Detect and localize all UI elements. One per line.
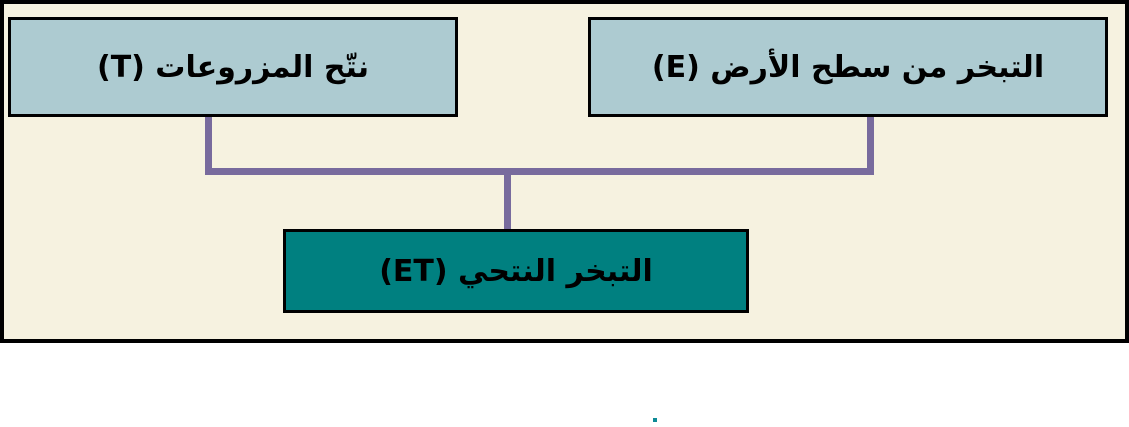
evaporation-label: التبخر من سطح الأرض (E) <box>651 49 1045 85</box>
transpiration-label: نتّح المزروعات (T) <box>96 49 370 85</box>
connector-left-vertical <box>205 117 212 174</box>
connector-right-vertical <box>867 117 874 174</box>
stray-dot-artifact <box>653 418 657 422</box>
transpiration-box: نتّح المزروعات (T) <box>8 17 458 117</box>
connector-horizontal <box>205 168 874 175</box>
evapotranspiration-box: التبخر النتحي (ET) <box>283 229 749 313</box>
evapotranspiration-label: التبخر النتحي (ET) <box>379 253 653 289</box>
connector-center-vertical <box>504 175 511 229</box>
evaporation-box: التبخر من سطح الأرض (E) <box>588 17 1108 117</box>
